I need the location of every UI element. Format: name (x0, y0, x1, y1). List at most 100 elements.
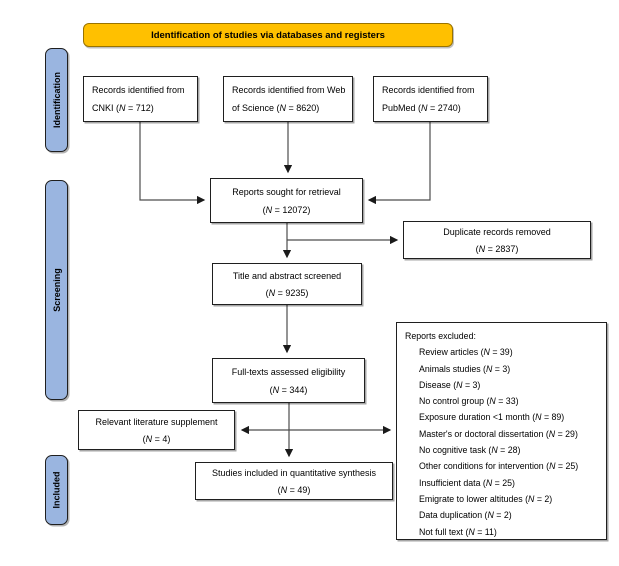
box-reports-sought: Reports sought for retrieval (N = 12072) (210, 178, 363, 223)
n-symbol: N (119, 103, 126, 113)
n-symbol: N (268, 288, 276, 298)
count-value: = 4) (152, 434, 171, 444)
excluded-item-count: = 2) (493, 510, 512, 521)
count-value: = 9235) (275, 288, 309, 298)
excluded-item-count: = 11) (474, 526, 497, 537)
n-symbol: N (421, 103, 428, 113)
excluded-item-text: Animals studies ( (419, 363, 486, 374)
excluded-item-text: No cognitive task ( (419, 445, 492, 456)
count-value: = 49) (287, 485, 311, 495)
paren-open: ( (262, 205, 266, 215)
box-records-wos-text: Records identified from Web of Science ( (232, 85, 346, 113)
box-fulltext-count: (N = 344) (213, 382, 364, 399)
excluded-item-count: = 2) (534, 493, 553, 504)
box-screened-text: Title and abstract screened (232, 271, 342, 281)
paren-open: ( (265, 288, 269, 298)
box-fulltext-assessed: Full-texts assessed eligibility (N = 344… (212, 358, 365, 403)
excluded-item-text: Master's or doctoral dissertation ( (419, 428, 549, 439)
excluded-item-text: Not full text ( (419, 526, 469, 537)
excluded-item-count: = 33) (495, 396, 519, 407)
box-reports-excluded: Reports excluded: Review articles (N = 3… (396, 322, 607, 540)
n-symbol: N (280, 485, 288, 495)
count-value: = 12072) (272, 205, 311, 215)
excluded-item-text: Other conditions for intervention ( (419, 461, 550, 472)
excluded-item-count: = 39) (489, 347, 513, 358)
box-literature-supplement: Relevant literature supplement (N = 4) (78, 410, 235, 450)
excluded-item-text: Insufficient data ( (419, 477, 486, 488)
box-records-web-of-science: Records identified from Web of Science (… (223, 76, 353, 122)
box-supplement-text: Relevant literature supplement (95, 417, 218, 427)
excluded-item-other-conditions: Other conditions for intervention (N = 2… (419, 458, 602, 474)
excluded-item-not-full-text: Not full text (N = 11) (419, 524, 602, 540)
excluded-item-animal-studies: Animals studies (N = 3) (419, 361, 602, 377)
excluded-item-text: Disease ( (419, 379, 457, 390)
box-records-pubmed: Records identified from PubMed (N = 2740… (373, 76, 488, 122)
box-included-count: (N = 49) (196, 482, 392, 499)
stage-identification-label: Identification (51, 72, 62, 128)
n-symbol: N (468, 526, 475, 537)
excluded-item-count: = 25) (492, 477, 515, 488)
excluded-item-count: = 3) (492, 363, 511, 374)
n-symbol: N (489, 396, 496, 407)
excluded-item-exposure-duration: Exposure duration <1 month (N = 89) (419, 409, 602, 425)
paren-open: ( (277, 485, 281, 495)
box-included-text: Studies included in quantitative synthes… (211, 468, 377, 478)
box-studies-included: Studies included in quantitative synthes… (195, 462, 393, 500)
box-title-abstract-screened: Title and abstract screened (N = 9235) (212, 263, 362, 305)
excluded-item-dissertation: Master's or doctoral dissertation (N = 2… (419, 426, 602, 442)
excluded-item-count: = 29) (555, 428, 578, 439)
stage-screening: Screening (45, 180, 68, 400)
box-screened-count: (N = 9235) (213, 285, 361, 302)
n-symbol: N (483, 347, 490, 358)
paren-open: ( (269, 385, 273, 395)
excluded-item-emigrate: Emigrate to lower altitudes (N = 2) (419, 491, 602, 507)
box-supplement-count: (N = 4) (79, 431, 234, 448)
excluded-item-text: Data duplication ( (419, 510, 488, 521)
n-symbol: N (485, 477, 493, 488)
excluded-item-text: No control group ( (419, 396, 490, 407)
box-records-cnki-count: = 712) (125, 103, 154, 113)
n-symbol: N (272, 385, 280, 395)
box-duplicates-removed: Duplicate records removed (N = 2837) (403, 221, 591, 259)
excluded-item-count: = 3) (462, 379, 481, 390)
stage-included-label: Included (51, 471, 62, 509)
stage-screening-label: Screening (51, 268, 62, 312)
box-records-cnki: Records identified from CNKI (N = 712) (83, 76, 198, 122)
excluded-item-text: Emigrate to lower altitudes ( (419, 493, 529, 504)
excluded-item-data-duplication: Data duplication (N = 2) (419, 507, 602, 523)
box-duplicates-text: Duplicate records removed (443, 227, 551, 237)
stage-identification: Identification (45, 48, 68, 152)
n-symbol: N (487, 510, 494, 521)
excluded-item-insufficient-data: Insufficient data (N = 25) (419, 475, 602, 491)
box-records-pubmed-count: = 2740) (427, 103, 461, 113)
n-symbol: N (528, 493, 535, 504)
n-symbol: N (485, 363, 493, 374)
excluded-item-count: = 25) (555, 461, 579, 472)
n-symbol: N (548, 428, 556, 439)
box-duplicates-count: (N = 2837) (404, 241, 590, 258)
n-symbol: N (535, 412, 542, 423)
excluded-title: Reports excluded: (405, 331, 476, 341)
count-value: = 2837) (485, 244, 519, 254)
excluded-item-count: = 28) (497, 445, 521, 456)
box-reports-sought-text: Reports sought for retrieval (232, 187, 341, 197)
excluded-item-text: Review articles ( (419, 347, 484, 358)
n-symbol: N (145, 434, 153, 444)
n-symbol: N (456, 379, 463, 390)
connector-pubmed-to-retrieval (367, 122, 431, 205)
connector-cnki-to-retrieval (139, 122, 206, 205)
paren-open: ( (475, 244, 479, 254)
stage-included: Included (45, 455, 68, 525)
n-symbol: N (279, 103, 287, 113)
excluded-item-count: = 89) (541, 412, 565, 423)
excluded-item-no-cognitive-task: No cognitive task (N = 28) (419, 442, 602, 458)
box-reports-sought-count: (N = 12072) (211, 202, 362, 219)
count-value: = 344) (279, 385, 308, 395)
n-symbol: N (478, 244, 486, 254)
excluded-item-no-control-group: No control group (N = 33) (419, 393, 602, 409)
excluded-item-text: Exposure duration <1 month ( (419, 412, 536, 423)
excluded-item-disease: Disease (N = 3) (419, 377, 602, 393)
box-records-pubmed-text: Records identified from PubMed ( (382, 85, 475, 113)
